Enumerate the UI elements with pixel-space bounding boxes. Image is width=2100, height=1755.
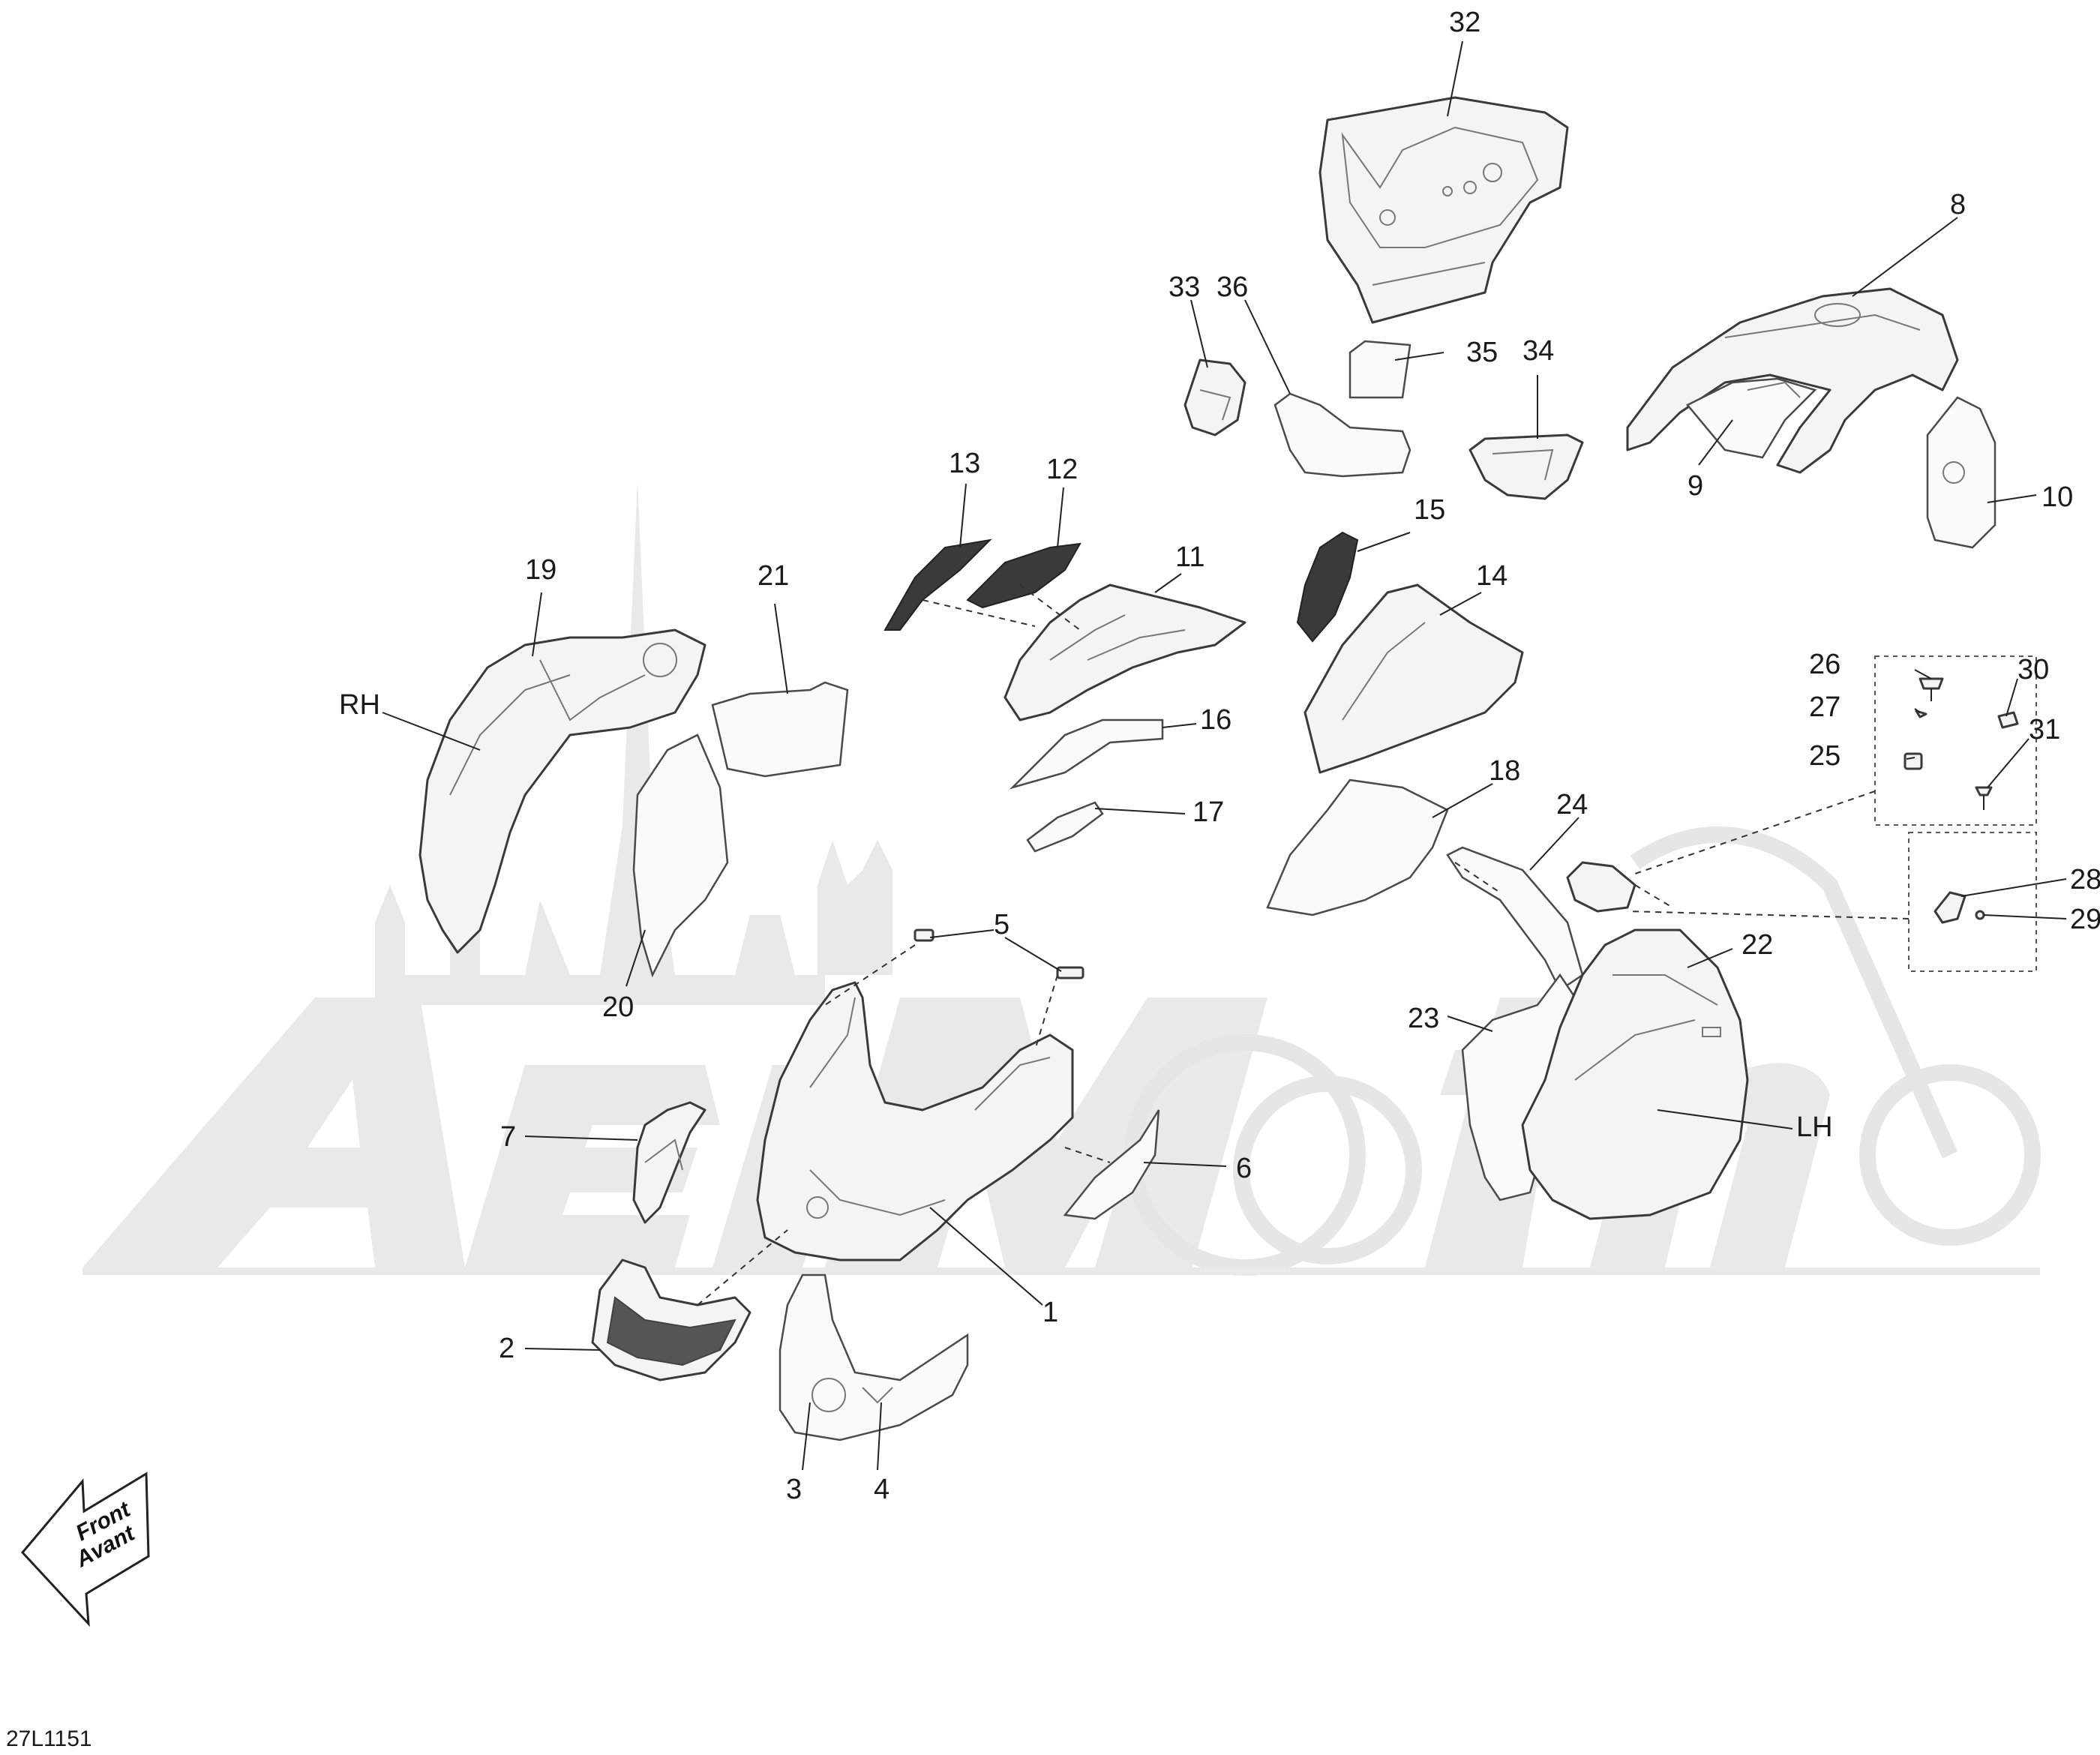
callout-18: 18 — [1489, 755, 1520, 787]
callout-20: 20 — [602, 992, 634, 1023]
side-label-lh: LH — [1796, 1112, 1833, 1143]
watermark-graphic — [82, 480, 2041, 1276]
part-2-lower-grille — [591, 1258, 752, 1382]
callout-13: 13 — [949, 448, 980, 479]
callout-30: 30 — [2018, 654, 2049, 686]
callout-15: 15 — [1414, 494, 1445, 526]
part-6-side-trim — [1063, 1109, 1160, 1220]
part-34-cover — [1468, 434, 1584, 500]
callout-7: 7 — [500, 1121, 516, 1153]
callout-21: 21 — [758, 560, 789, 592]
callout-36: 36 — [1216, 272, 1248, 303]
callout-11: 11 — [1175, 542, 1204, 573]
callout-14: 14 — [1476, 560, 1508, 592]
part-1-nose-cowl — [756, 981, 1074, 1262]
callout-9: 9 — [1688, 470, 1703, 502]
part-12-vent-mesh — [966, 542, 1082, 609]
callout-32: 32 — [1449, 7, 1480, 38]
part-17-trim-strip — [1026, 801, 1104, 853]
callout-2: 2 — [499, 1333, 514, 1364]
callout-6: 6 — [1236, 1153, 1252, 1184]
part-13-vent-mesh — [884, 538, 992, 631]
part-18-lower-panel — [1266, 778, 1449, 916]
leader-lines — [382, 40, 2067, 1471]
part-15-vent-mesh — [1296, 531, 1359, 643]
callout-33: 33 — [1168, 272, 1200, 303]
callout-1: 1 — [1042, 1297, 1058, 1328]
part-20-panel-insert — [632, 734, 729, 978]
callout-29: 29 — [2070, 904, 2100, 935]
callout-34: 34 — [1522, 335, 1554, 367]
part-8-rear-cowl — [1626, 287, 1959, 474]
callout-19: 19 — [525, 554, 556, 586]
callout-8: 8 — [1950, 189, 1966, 220]
side-label-rh: RH — [339, 689, 380, 721]
callout-31: 31 — [2029, 714, 2060, 746]
part-5-fasteners — [914, 928, 1084, 980]
part-33-bracket — [1184, 358, 1246, 436]
part-19-rh-side-panel — [418, 628, 706, 954]
callout-24: 24 — [1556, 789, 1588, 820]
callout-3: 3 — [786, 1474, 802, 1505]
part-32-upper-console — [1318, 96, 1569, 324]
callout-17: 17 — [1192, 796, 1224, 828]
part-24-bracket — [1446, 846, 1584, 992]
callout-25: 25 — [1809, 740, 1840, 772]
callout-labels: 1 2 3 4 5 6 7 8 9 10 11 12 13 14 15 16 1… — [339, 7, 2100, 1505]
drawing-code: 27L1151 — [6, 1726, 92, 1751]
part-22-lh-side-panel — [1521, 928, 1749, 1220]
part-21-foam-block — [711, 681, 849, 778]
callout-23: 23 — [1408, 1003, 1439, 1034]
part-36-trim — [1274, 392, 1412, 478]
part-35-pad — [1348, 340, 1412, 399]
callout-4: 4 — [874, 1474, 890, 1505]
callout-26: 26 — [1809, 649, 1840, 680]
callout-10: 10 — [2042, 482, 2073, 513]
callout-5: 5 — [994, 909, 1010, 940]
part-11-upper-panel — [1004, 584, 1246, 722]
front-direction-arrow: Front Avant — [20, 1472, 150, 1628]
callout-22: 22 — [1742, 929, 1773, 961]
callout-16: 16 — [1200, 704, 1232, 736]
part-10-side-cover — [1926, 396, 1996, 549]
callout-35: 35 — [1466, 337, 1498, 368]
part-14-side-panel — [1304, 584, 1524, 774]
part-16-trim-strip — [1009, 718, 1164, 790]
part-7-bracket — [632, 1101, 706, 1224]
callout-12: 12 — [1046, 454, 1078, 485]
part-3-4-lower-skirt — [778, 1274, 969, 1442]
assembly-lines — [697, 584, 1910, 1306]
part-22-mount — [1566, 861, 1636, 913]
hardware-box-lower — [1908, 832, 2037, 972]
callout-27: 27 — [1809, 692, 1840, 723]
hardware-box-upper — [1874, 656, 2037, 826]
callout-28: 28 — [2070, 864, 2100, 896]
